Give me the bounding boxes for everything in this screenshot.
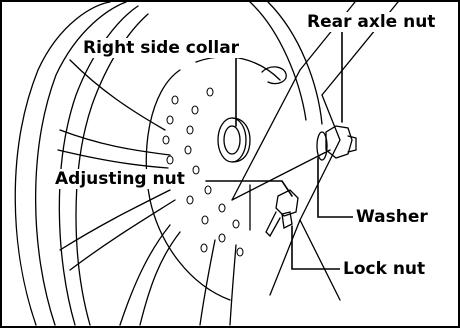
label-right-side-collar: Right side collar bbox=[80, 38, 242, 58]
label-lock-nut: Lock nut bbox=[340, 259, 428, 279]
label-adjusting-nut: Adjusting nut bbox=[52, 169, 188, 189]
label-rear-axle-nut: Rear axle nut bbox=[304, 12, 438, 32]
label-washer: Washer bbox=[353, 207, 431, 227]
